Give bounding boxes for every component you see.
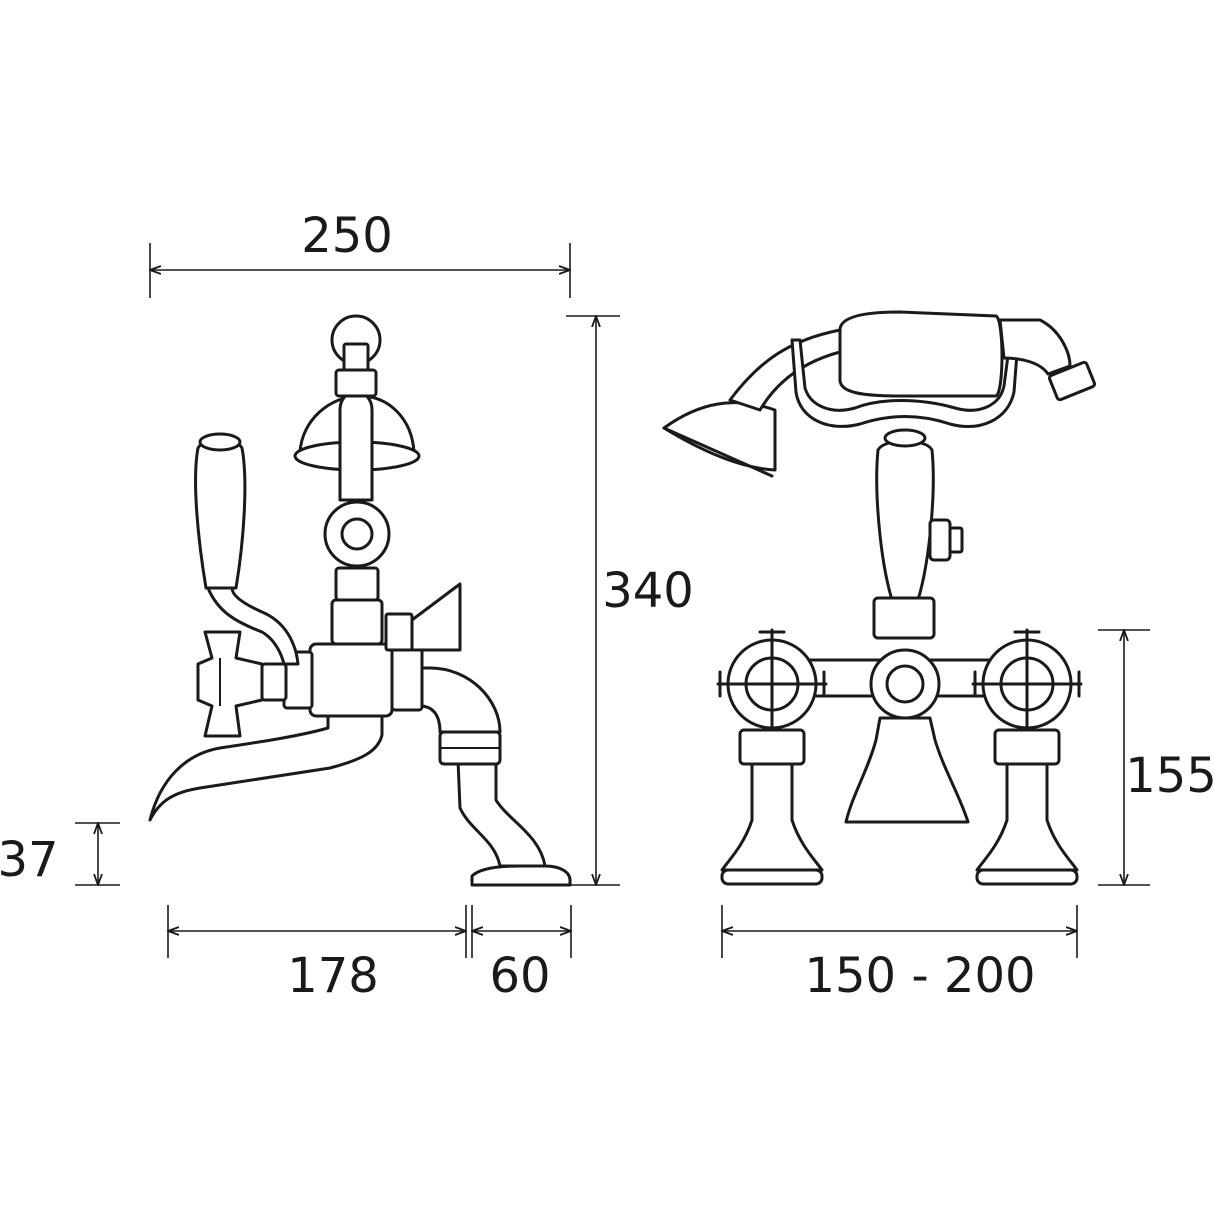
- centres-label: 150 - 200: [804, 948, 1035, 1004]
- dimension-overall-height: [566, 316, 620, 885]
- front-view-tap: [662, 310, 1097, 886]
- dimension-spout-clearance: [75, 823, 120, 885]
- width-label: 250: [301, 208, 393, 264]
- side-view-tap: [148, 314, 572, 887]
- dimension-spout-reach: [168, 905, 466, 958]
- height-label: 340: [602, 563, 694, 619]
- dimension-valve-height: [1098, 630, 1150, 885]
- base-depth-label: 60: [489, 948, 550, 1004]
- reach-label: 178: [287, 948, 379, 1004]
- dimension-overall-width: [150, 243, 570, 298]
- valve-height-label: 155: [1125, 748, 1214, 804]
- dimension-centres: [722, 905, 1077, 958]
- clearance-label: 37: [0, 832, 59, 888]
- dimension-base-depth: [472, 905, 571, 958]
